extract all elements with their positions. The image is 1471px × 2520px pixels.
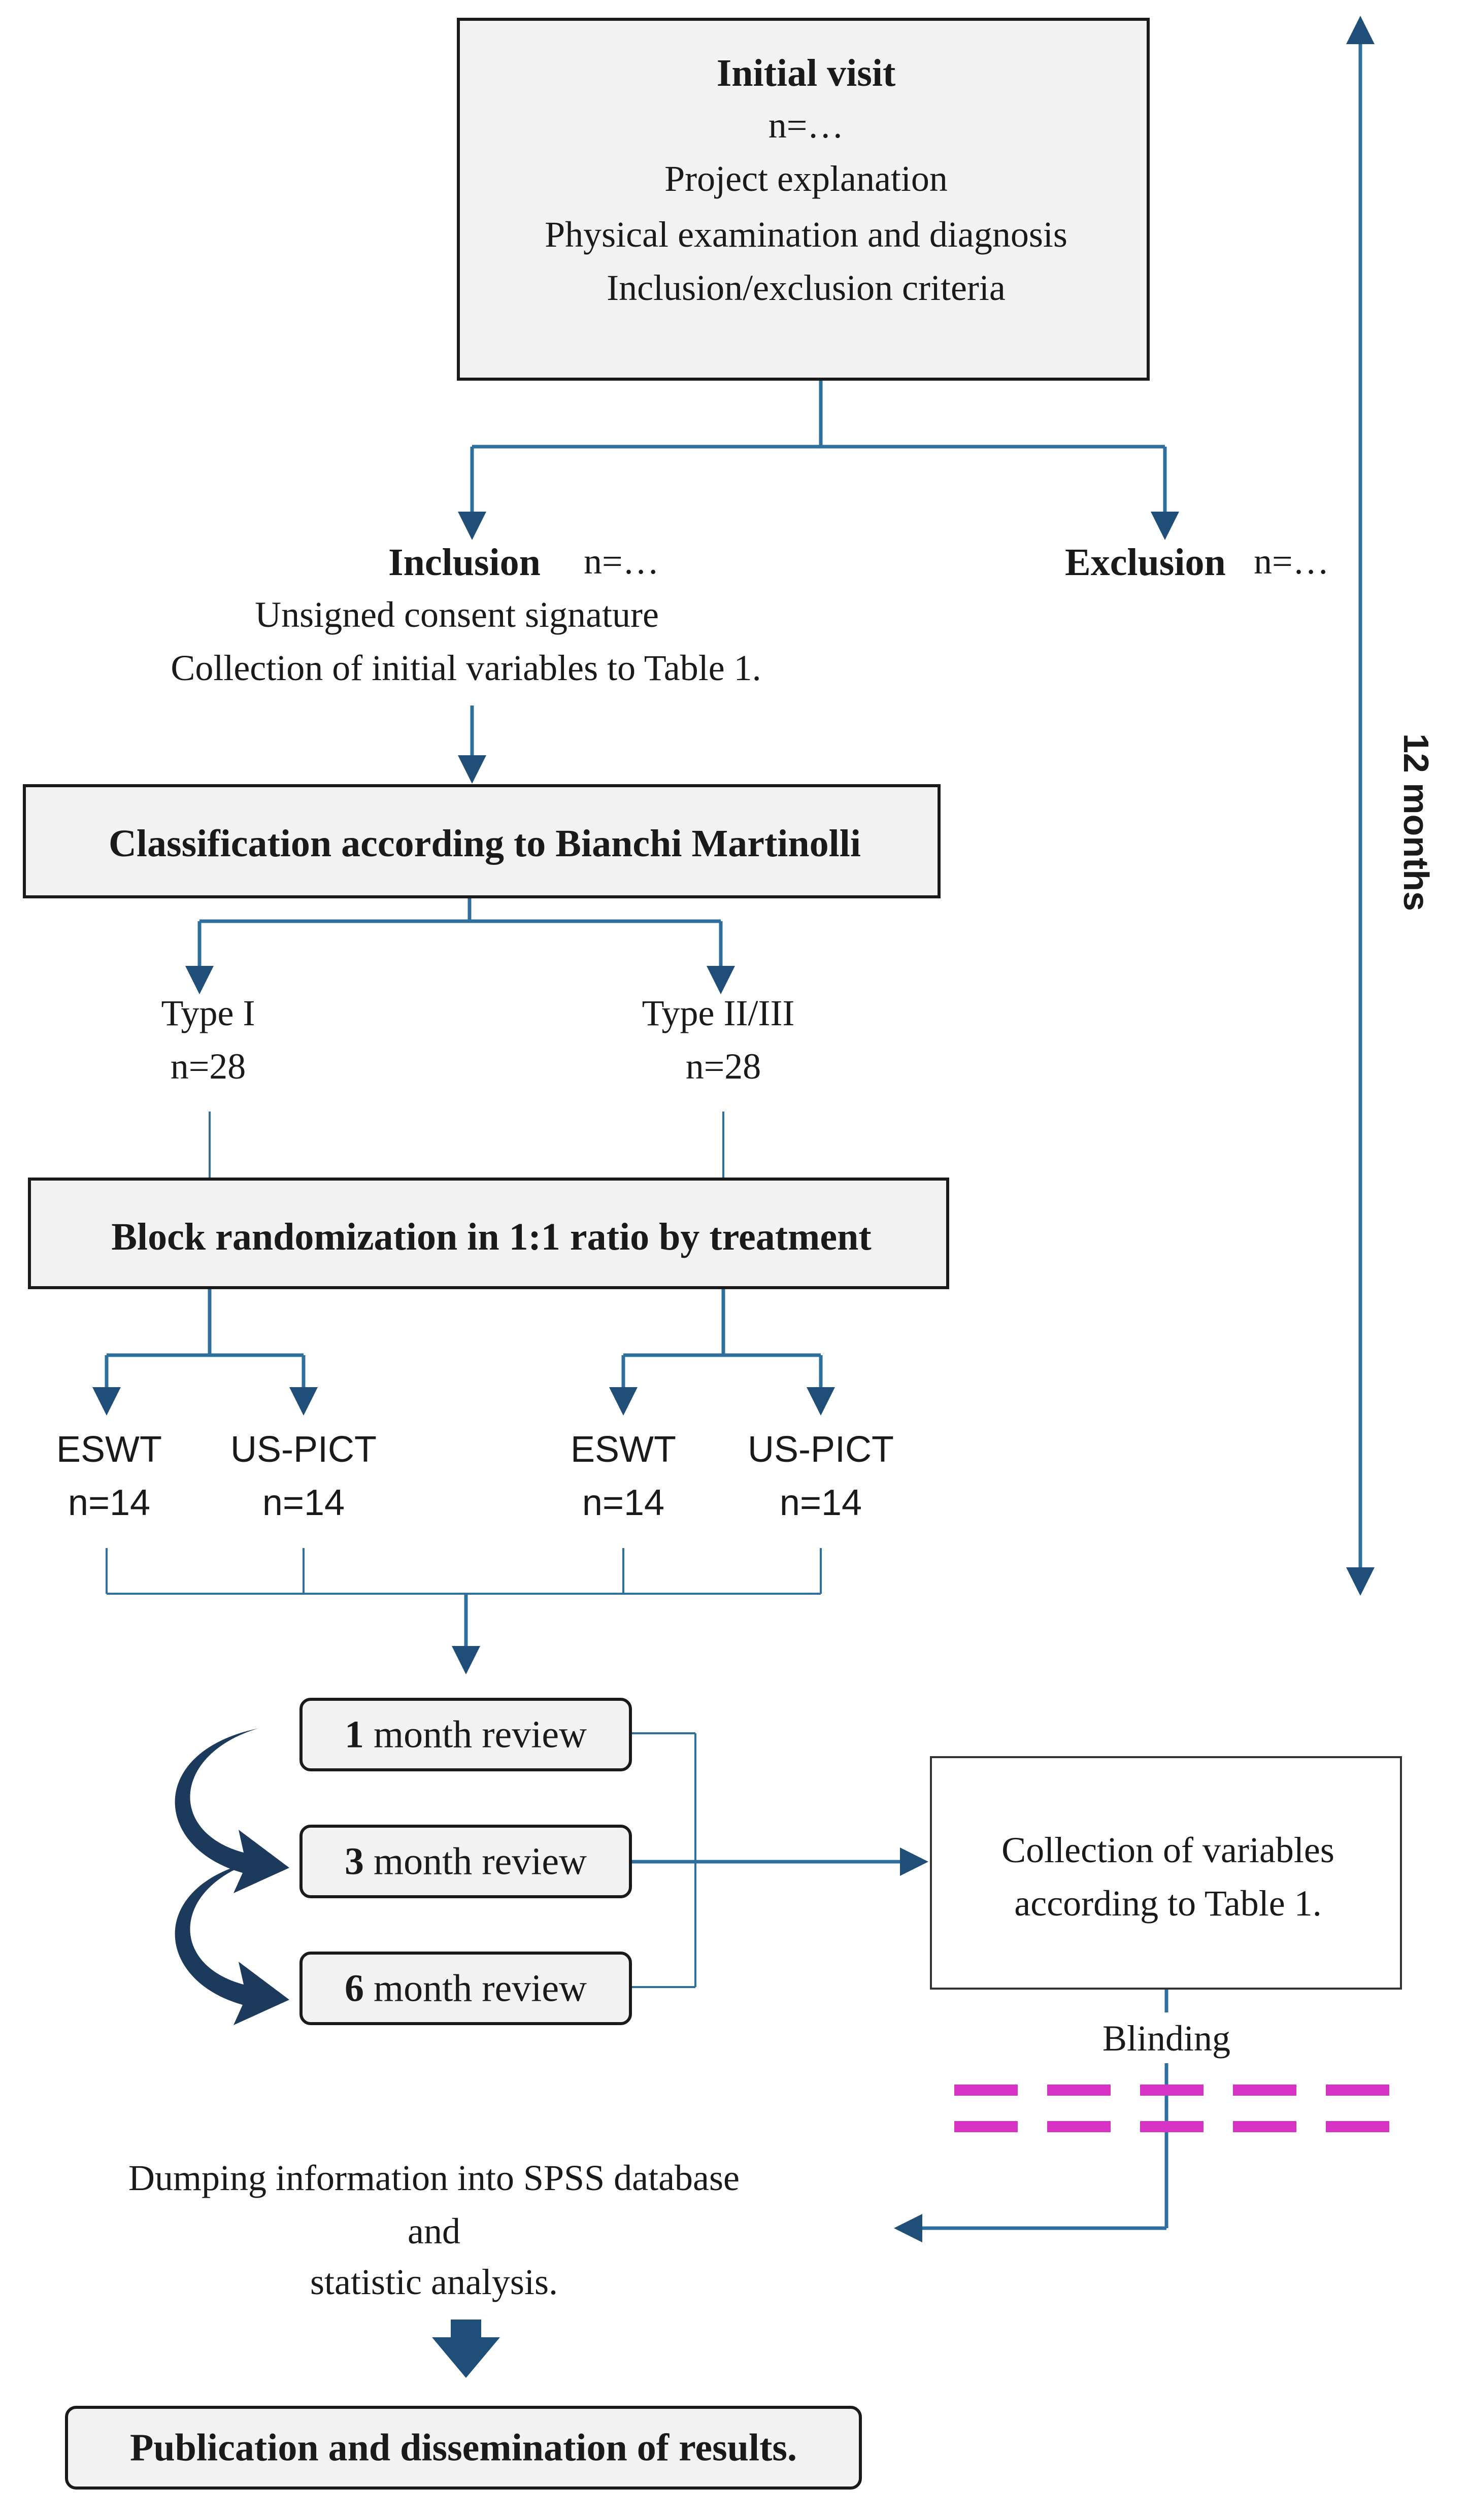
arm-n: n=14 <box>779 1483 862 1523</box>
randomization-label: Block randomization in 1:1 ratio by trea… <box>111 1216 872 1258</box>
exclusion-label: Exclusion <box>1065 541 1226 584</box>
randomization-box: Block randomization in 1:1 ratio by trea… <box>28 1178 949 1289</box>
type-label: Type I <box>161 993 255 1033</box>
initial-visit-line: Physical examination and diagnosis <box>545 214 1067 255</box>
blinding-label: Blinding <box>1102 2018 1231 2059</box>
review-number: 3 <box>344 1840 364 1883</box>
curved-arrow-icon <box>175 1728 289 1893</box>
review-text: month review <box>363 1967 587 2009</box>
arm-label: US-PICT <box>748 1429 894 1470</box>
type-label: Type II/III <box>642 993 795 1033</box>
classification-label: Classification according to Bianchi Mart… <box>109 822 861 865</box>
initial-visit-line: Inclusion/exclusion criteria <box>607 267 1006 308</box>
review-number: 1 <box>344 1713 364 1756</box>
type-n: n=28 <box>170 1046 246 1087</box>
review-text: month review <box>363 1840 587 1883</box>
exclusion-n: n=… <box>1254 541 1329 582</box>
block-down-arrow-icon <box>432 2320 500 2378</box>
collection-line: according to Table 1. <box>1014 1883 1322 1924</box>
classification-box: Classification according to Bianchi Mart… <box>23 784 941 898</box>
review-text: month review <box>363 1713 587 1756</box>
inclusion-n: n=… <box>584 541 659 582</box>
arm-n: n=14 <box>582 1483 665 1523</box>
initial-visit-box: Initial visit n=… Project explanation Ph… <box>457 18 1150 381</box>
arm-label: ESWT <box>56 1429 162 1470</box>
publication-label: Publication and dissemination of results… <box>129 2426 797 2469</box>
review-number: 6 <box>344 1967 364 2009</box>
collection-box: Collection of variables according to Tab… <box>930 1756 1402 1990</box>
timeline-label: 12 months <box>1396 733 1436 912</box>
initial-visit-line: Project explanation <box>664 158 948 199</box>
arm-label: US-PICT <box>230 1429 377 1470</box>
type-n: n=28 <box>685 1046 761 1087</box>
arm-n: n=14 <box>68 1483 151 1523</box>
inclusion-line: Collection of initial variables to Table… <box>171 648 761 688</box>
analysis-line: and <box>408 2211 460 2252</box>
inclusion-label: Inclusion <box>388 541 541 584</box>
curved-arrow-icon <box>175 1860 289 2025</box>
arm-label: ESWT <box>571 1429 676 1470</box>
collection-line: Collection of variables <box>1001 1830 1334 1870</box>
inclusion-line: Unsigned consent signature <box>255 594 659 635</box>
publication-box: Publication and dissemination of results… <box>65 2406 862 2490</box>
review-box-1-month: 1 month review <box>299 1698 632 1771</box>
analysis-line: statistic analysis. <box>310 2262 558 2302</box>
initial-visit-title: Initial visit <box>716 52 896 94</box>
analysis-line: Dumping information into SPSS database <box>128 2158 740 2198</box>
arm-n: n=14 <box>262 1483 345 1523</box>
review-box-6-month: 6 month review <box>299 1952 632 2025</box>
review-box-3-month: 3 month review <box>299 1825 632 1898</box>
initial-visit-n: n=… <box>768 105 844 146</box>
